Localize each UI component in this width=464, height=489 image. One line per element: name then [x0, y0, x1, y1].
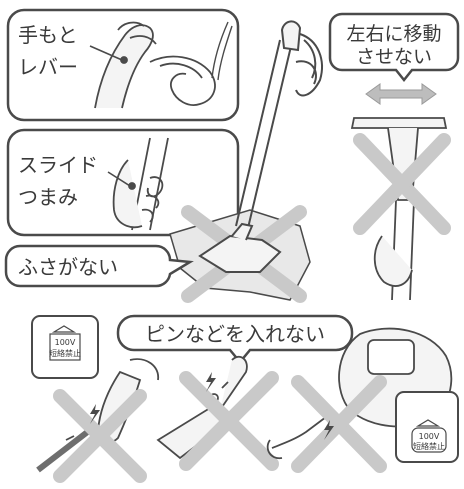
slide-knob-panel: スライド つまみ — [6, 128, 240, 237]
no-side-move-bubble — [328, 12, 460, 83]
battery-plate-right: 100V 短絡禁止 — [395, 391, 459, 463]
prohibit-x-side-move — [353, 133, 451, 235]
prohibit-x-head — [179, 371, 279, 471]
hand-lever-label-line2: レバー — [18, 55, 78, 79]
no-pins-callout: ピンなどを入れない — [116, 314, 354, 364]
hand-lever-panel: 手もと レバー — [6, 8, 240, 122]
hand-lever-drawing — [94, 21, 233, 109]
plate-left-line1: 100V — [55, 338, 76, 347]
no-pins-label: ピンなどを入れない — [145, 322, 325, 346]
no-side-move-label-line1: 左右に移動 — [346, 23, 441, 45]
no-cover-callout: ふさがない — [4, 244, 194, 288]
plate-right-line2: 短絡禁止 — [413, 441, 445, 451]
no-pins-bubble — [116, 314, 354, 364]
slide-knob-drawing — [112, 137, 169, 231]
plate-right-line1: 100V — [419, 432, 440, 441]
double-arrow-icon — [365, 83, 437, 105]
no-side-move-label-line2: させない — [356, 46, 432, 68]
spark-icons — [90, 372, 334, 440]
prohibit-x-canister — [291, 375, 387, 473]
slide-knob-label-line1: スライド — [18, 153, 98, 177]
no-cover-bubble — [4, 244, 194, 288]
hand-lever-label-line1: 手もと — [18, 23, 78, 47]
battery-plate-left: 100V 短絡禁止 — [31, 315, 99, 379]
plate-left-line2: 短絡禁止 — [49, 348, 81, 358]
no-side-move-callout: 左右に移動 させない — [328, 12, 460, 83]
slide-knob-label-line2: つまみ — [18, 185, 78, 209]
no-cover-label: ふさがない — [18, 255, 118, 279]
prohibit-x-handle — [53, 389, 147, 483]
stick-vacuum-drawing — [169, 20, 323, 303]
